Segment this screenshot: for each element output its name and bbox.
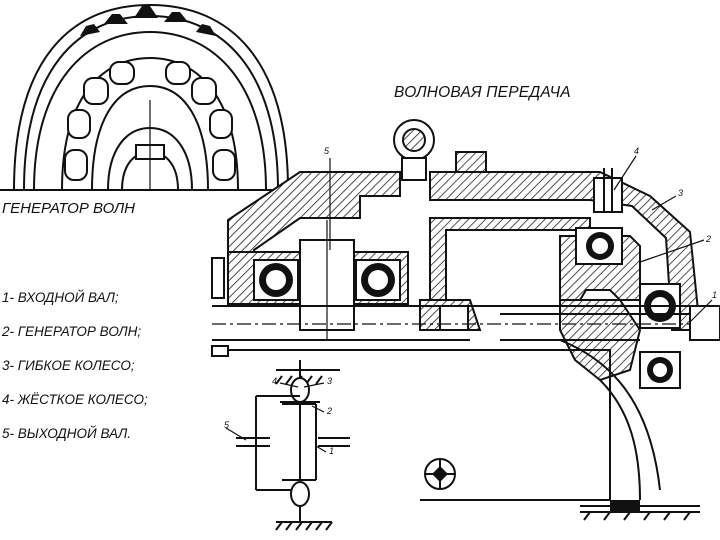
callout-schematic-3: 3 [327, 376, 332, 386]
section-view [211, 119, 720, 521]
callout-schematic-5: 5 [224, 420, 230, 430]
page-title: ВОЛНОВАЯ ПЕРЕДАЧА [394, 84, 571, 101]
callout-section-5: 5 [324, 146, 330, 156]
kinematic-schematic [225, 360, 350, 531]
callout-section-4: 4 [634, 146, 639, 156]
callout-schematic-4: 4 [272, 376, 277, 386]
legend-item-input-shaft: 1- ВХОДНОЙ ВАЛ; [2, 290, 119, 305]
legend-item-output-shaft: 5- ВЫХОДНОЙ ВАЛ. [2, 426, 132, 441]
callout-section-1: 1 [712, 290, 717, 300]
callout-schematic-1: 1 [329, 446, 334, 456]
gear-teeth [80, 6, 216, 36]
legend-item-flexible-wheel: 3- ГИБКОЕ КОЛЕСО; [2, 358, 135, 373]
wave-generator-heading: ГЕНЕРАТОР ВОЛН [2, 200, 135, 217]
bearing-rollers [64, 61, 236, 181]
legend-item-wave-generator: 2- ГЕНЕРАТОР ВОЛН; [2, 324, 142, 339]
callout-schematic-2: 2 [326, 406, 332, 416]
callout-section-2: 2 [705, 234, 711, 244]
wave-generator-drawing [0, 3, 290, 191]
legend-item-rigid-wheel: 4- ЖЁСТКОЕ КОЛЕСО; [2, 392, 148, 407]
callout-section-3: 3 [678, 188, 683, 198]
